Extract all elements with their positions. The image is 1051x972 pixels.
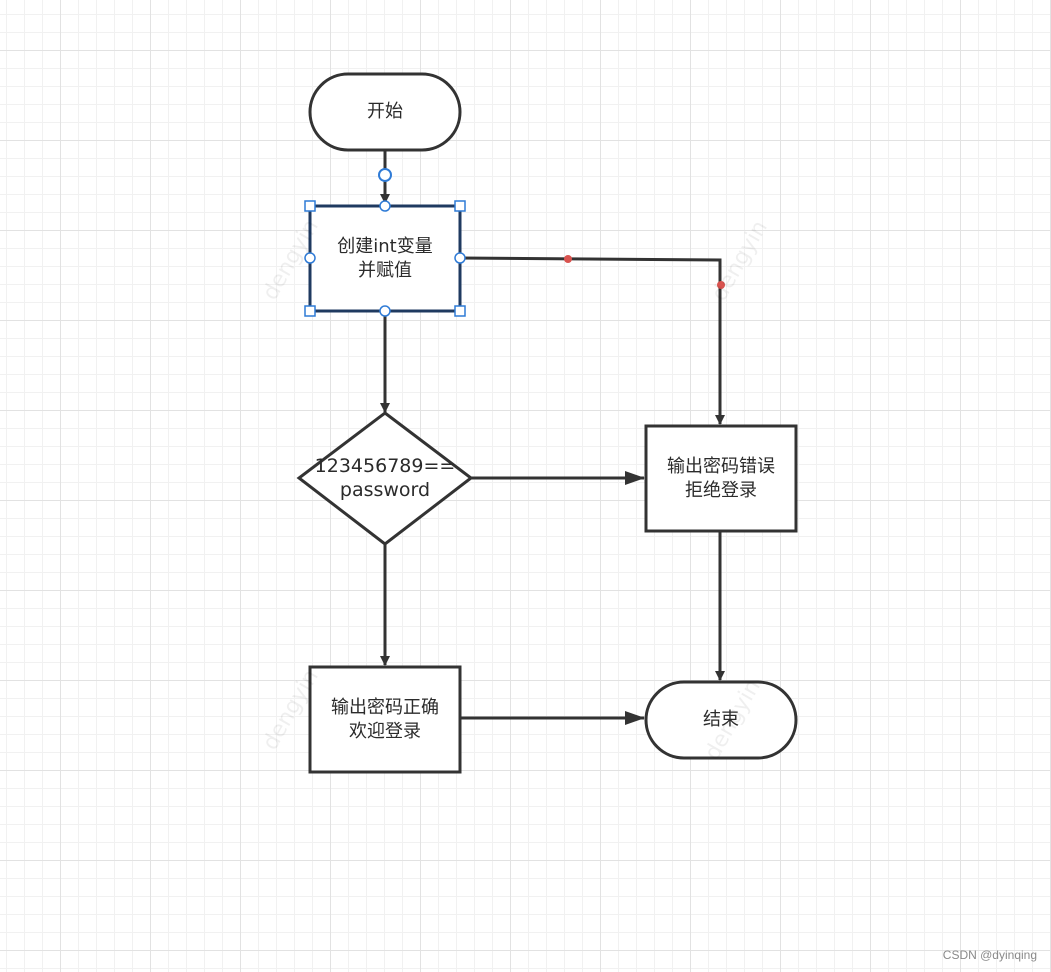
start-node[interactable] (308, 72, 462, 152)
create-node-label: 创建int变量 并赋值 (310, 206, 460, 311)
connector-handle[interactable] (378, 168, 392, 182)
check-node-text-line1: 123456789== (314, 455, 456, 477)
end-node-text: 结束 (703, 709, 739, 730)
waypoint-dot[interactable] (564, 255, 572, 263)
right-node[interactable] (308, 665, 462, 774)
edge-create-to-wrong[interactable] (459, 256, 725, 425)
right-node-label: 输出密码正确 欢迎登录 (310, 667, 460, 772)
end-node[interactable] (644, 680, 798, 760)
check-node-label: 123456789== password (299, 430, 471, 526)
start-node-text: 开始 (367, 101, 403, 122)
check-node[interactable] (296, 411, 474, 546)
resize-handle-bottom[interactable] (379, 305, 391, 317)
wrong-node-text-line2: 拒绝登录 (685, 479, 757, 501)
resize-handle-bottom-right[interactable] (454, 305, 466, 317)
resize-handle-bottom-left[interactable] (304, 305, 316, 317)
waypoint-dot[interactable] (717, 281, 725, 289)
edges (380, 150, 725, 725)
wrong-node-text-line1: 输出密码错误 (667, 455, 775, 477)
resize-handle-left[interactable] (304, 252, 316, 264)
create-node-text-line1: 创建int变量 (337, 235, 433, 257)
wrong-node[interactable] (644, 424, 798, 533)
create-node-text-line2: 并赋值 (358, 259, 412, 281)
resize-handle-right[interactable] (454, 252, 466, 264)
end-node-label: 结束 (646, 682, 796, 758)
nodes (296, 72, 798, 774)
selection-handles (304, 168, 466, 317)
start-node-label: 开始 (310, 74, 460, 150)
right-node-text-line1: 输出密码正确 (331, 696, 439, 718)
check-node-text-line2: password (339, 479, 431, 501)
right-node-text-line2: 欢迎登录 (349, 720, 421, 742)
credit-text: CSDN @dyinqing (942, 948, 1037, 962)
resize-handle-top-left[interactable] (304, 200, 316, 212)
wrong-node-label: 输出密码错误 拒绝登录 (646, 426, 796, 531)
resize-handle-top[interactable] (379, 200, 391, 212)
resize-handle-top-right[interactable] (454, 200, 466, 212)
edge-waypoints (564, 255, 725, 289)
